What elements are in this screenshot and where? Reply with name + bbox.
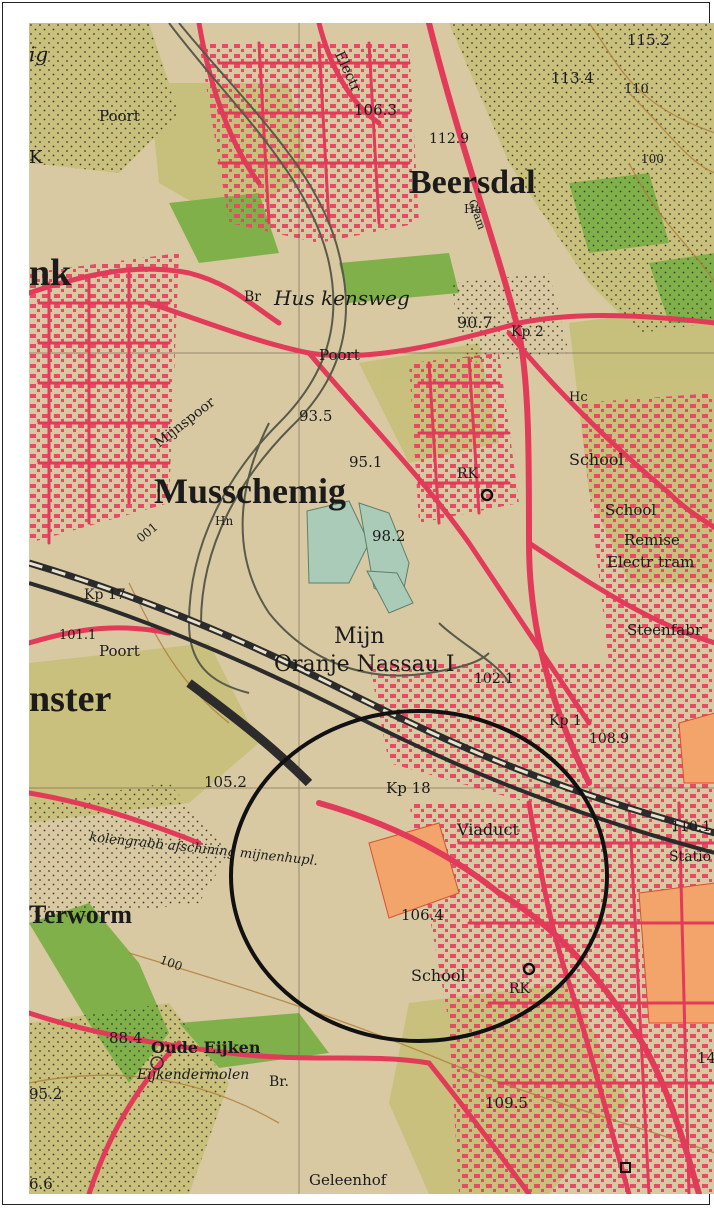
label-mine-1: Mijn <box>334 624 385 649</box>
label-rk-2: RK <box>509 981 531 997</box>
label-hn: Hn <box>215 514 233 528</box>
label-beersdal: Beersdal <box>409 164 536 201</box>
elev-98-2: 98.2 <box>372 527 405 545</box>
label-ha: Ha <box>464 202 482 216</box>
elev-95-2: 95.2 <box>29 1085 62 1103</box>
elev-105-2: 105.2 <box>204 773 247 791</box>
label-rk-1: RK <box>457 466 479 482</box>
windmill-symbol <box>150 1056 164 1070</box>
elev-90-7: 90.7 <box>457 313 493 332</box>
topographic-map[interactable]: Beersdal Ha Musschemig Hn Mijn Oranje Na… <box>29 23 714 1194</box>
label-school-2: School <box>605 501 656 519</box>
elev-95-1: 95.1 <box>349 453 382 471</box>
stipple-areas <box>29 23 714 1194</box>
ponds <box>306 500 414 614</box>
label-kp-17: Kp 17 <box>84 587 126 603</box>
elev-101-1: 101.1 <box>59 628 96 643</box>
elev-14: 14 <box>697 1049 714 1067</box>
elev-115-2: 115.2 <box>627 31 670 49</box>
label-poort-2: Poort <box>319 346 360 364</box>
label-remise: Remise <box>624 531 680 549</box>
label-kp-1: Kp 1 <box>549 713 582 729</box>
label-mine-2: Oranje Nassau I <box>274 652 455 677</box>
label-br-2: Br. <box>269 1074 289 1090</box>
label-steenfabr: Steenfabr <box>627 621 703 639</box>
elev-113-4: 113.4 <box>551 69 594 87</box>
label-kp-18: Kp 18 <box>386 779 431 797</box>
label-terworm: Terworm <box>29 900 132 929</box>
map-symbols <box>150 488 631 1173</box>
road-network <box>29 23 714 1194</box>
elev-109-5: 109.5 <box>485 1094 528 1112</box>
label-nster: nster <box>29 678 111 720</box>
label-electr-tram: Electr tram <box>607 553 694 571</box>
label-school-3: School <box>411 966 466 985</box>
label-nk: nk <box>29 252 72 294</box>
label-poort-3: Poort <box>99 642 140 660</box>
label-k-left: K <box>29 147 43 168</box>
label-eijkendermolen: Eijkendermolen <box>136 1067 249 1083</box>
elevation-points: 115.2 113.4 112.9 106.3 90.7 93.5 95.1 9… <box>29 31 714 1193</box>
elev-112-9: 112.9 <box>429 131 469 147</box>
label-oude-eijken: Oude Eijken <box>151 1038 261 1057</box>
church-symbol-2 <box>522 962 536 976</box>
label-viaduct: Viaduct <box>456 820 519 839</box>
building-symbol <box>620 1162 631 1173</box>
elev-88-4: 88.4 <box>109 1029 142 1047</box>
mine-tracks <box>168 23 510 694</box>
label-kp-2: Kp 2 <box>511 324 544 340</box>
label-poort-1: Poort <box>99 107 140 125</box>
elev-93-5: 93.5 <box>299 407 332 425</box>
label-br-1: Br <box>244 289 261 305</box>
contour-label-110: 110 <box>624 82 649 97</box>
industrial-blocks <box>368 712 714 1024</box>
elev-108-9: 108.9 <box>589 731 629 747</box>
label-musschemig: Musschemig <box>154 471 346 511</box>
elev-110-1: 110.1 <box>671 819 711 835</box>
contour-label-100-right: 100 <box>641 152 664 166</box>
church-symbol-1 <box>480 488 494 502</box>
label-huskensweg: Hus kensweg <box>273 286 410 310</box>
label-school-1: School <box>569 450 624 469</box>
label-hc: Hc <box>569 390 588 405</box>
contour-lines <box>29 23 714 1154</box>
label-station: Statio <box>669 849 711 865</box>
elev-106-3: 106.3 <box>354 101 397 119</box>
elev-6-6: 6.6 <box>29 1175 53 1193</box>
elev-106-4: 106.4 <box>401 906 444 924</box>
label-ig: ig <box>29 42 48 66</box>
annotation-circle[interactable] <box>229 709 609 1043</box>
main-railway <box>29 559 714 855</box>
elev-102-1: 102.1 <box>474 671 514 687</box>
label-geleenhof: Geleenhof <box>309 1171 388 1189</box>
